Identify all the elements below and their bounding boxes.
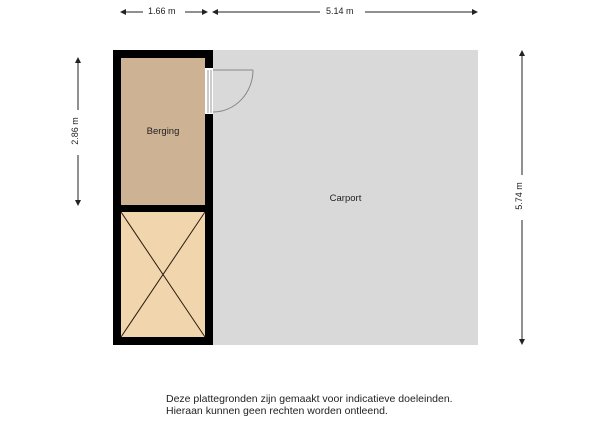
berging-room <box>121 58 205 205</box>
dimension-top-right: 5.14 m <box>323 6 357 16</box>
dimension-top-left: 1.66 m <box>145 6 179 16</box>
door-swing-arc <box>212 69 254 113</box>
room-label-berging: Berging <box>146 126 180 137</box>
disclaimer-line-1: Deze plattegronden zijn gemaakt voor ind… <box>166 393 453 405</box>
dimension-left: 2.86 m <box>69 114 80 148</box>
room-label-carport: Carport <box>329 193 362 204</box>
void-cross-line <box>120 211 206 338</box>
door-opening <box>205 68 213 114</box>
disclaimer-line-2: Hieraan kunnen geen rechten worden ontle… <box>166 405 388 417</box>
dimension-right: 5.74 m <box>513 179 524 213</box>
carport-area <box>213 50 478 345</box>
